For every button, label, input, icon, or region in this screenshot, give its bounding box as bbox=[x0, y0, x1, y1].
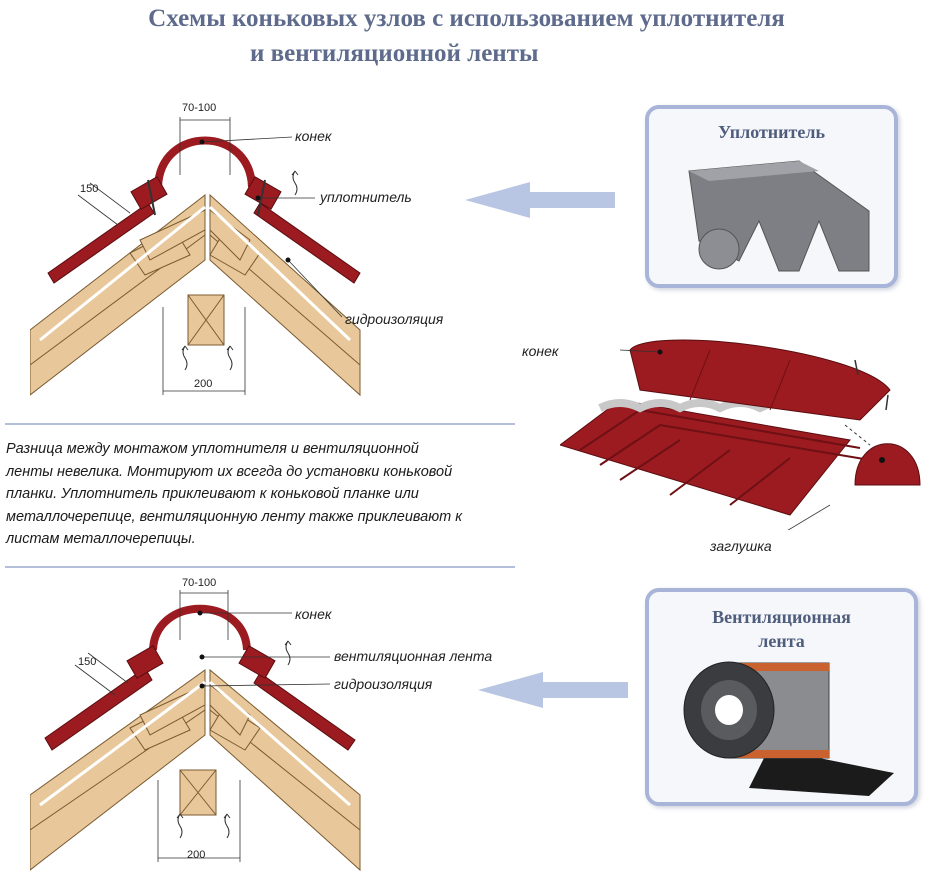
ridge-diagram-vent-tape bbox=[30, 590, 361, 872]
label-end-cap: заглушка bbox=[710, 538, 772, 554]
note-line-2: ленты невелика. Монтируют их всегда до у… bbox=[6, 463, 453, 480]
divider-top bbox=[5, 423, 515, 425]
ridge-diagram-sealant bbox=[30, 117, 361, 397]
note-line-5: листам металлочерепицы. bbox=[6, 531, 196, 547]
metal-sheet-right-bottom bbox=[253, 672, 356, 751]
label-waterproof-bottom: гидроизоляция bbox=[334, 676, 433, 692]
roof-ridge-illustration bbox=[560, 339, 921, 530]
dim-overlap-top: 150 bbox=[80, 183, 99, 195]
vent-box-title-line2: лента bbox=[758, 631, 805, 651]
dim-ridge-width-bottom: 70-100 bbox=[182, 577, 217, 589]
dim-beam-gap-top: 200 bbox=[194, 378, 213, 390]
sealant-info-box: Уплотнитель bbox=[645, 105, 898, 288]
label-waterproof-top: гидроизоляция bbox=[345, 311, 444, 327]
divider-bottom bbox=[5, 566, 515, 568]
ridge-end-cap bbox=[854, 443, 921, 486]
ridge-cap bbox=[154, 136, 256, 188]
vent-tape-info-box: Вентиляционная лента bbox=[645, 588, 918, 806]
sealant-strip-image bbox=[688, 160, 870, 272]
dim-beam-gap-bottom: 200 bbox=[187, 849, 206, 861]
label-ridge-bottom: конек bbox=[295, 606, 332, 622]
label-vent-tape: вентиляционная лента bbox=[334, 648, 493, 664]
sealant-box-title: Уплотнитель bbox=[718, 122, 825, 142]
waterproof-line-left bbox=[39, 205, 206, 342]
arrow-to-top-diagram bbox=[465, 182, 615, 218]
label-sealant-top: уплотнитель bbox=[320, 189, 412, 205]
label-ridge-illustration: конек bbox=[522, 343, 559, 359]
note-line-3: планки. Уплотнитель приклеивают к конько… bbox=[6, 486, 419, 502]
page-title-line2: и вентиляционной ленты bbox=[250, 40, 539, 67]
waterproof-line-right bbox=[208, 205, 352, 342]
page-title-line1: Схемы коньковых узлов с использованием у… bbox=[148, 5, 785, 32]
roof-layers-right bbox=[209, 193, 361, 397]
dim-overlap-bottom: 150 bbox=[78, 656, 97, 668]
metal-sheet-right bbox=[253, 202, 361, 284]
label-ridge-top: конек bbox=[295, 128, 332, 144]
vent-tape-roll-image bbox=[683, 661, 894, 796]
ridge-cap-bottom bbox=[149, 604, 251, 651]
vent-box-title-line1: Вентиляционная bbox=[712, 607, 851, 627]
note-line-4: металлочерепице, вентиляционную ленту та… bbox=[6, 508, 463, 525]
note-line-1: Разница между монтажом уплотнителя и вен… bbox=[6, 441, 419, 457]
metal-sheet-left-bottom bbox=[44, 667, 153, 751]
installation-note: Разница между монтажом уплотнителя и вен… bbox=[6, 438, 596, 551]
dim-ridge-width-top: 70-100 bbox=[182, 102, 217, 114]
arrow-to-bottom-diagram bbox=[478, 672, 628, 708]
